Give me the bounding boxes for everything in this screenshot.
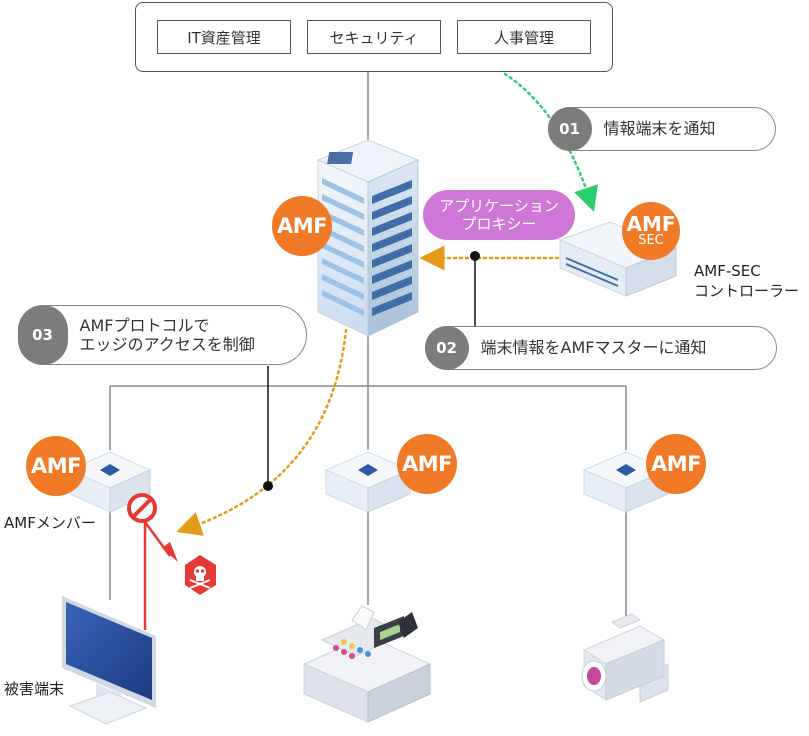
step-text-line1: AMFプロトコルで xyxy=(79,315,210,335)
amf-sec-line1: AMF xyxy=(626,212,676,236)
red-arrow-head xyxy=(162,542,178,562)
amf-member-label: AMFメンバー xyxy=(4,514,96,532)
step-01-callout: 01 情報端末を通知 xyxy=(547,107,776,151)
sec-controller-label-line1: AMF-SEC xyxy=(694,262,761,280)
victim-terminal-label: 被害端末 xyxy=(4,680,65,698)
amf-member-badge-center: AMF xyxy=(397,434,457,494)
system-security: セキュリティ xyxy=(307,20,441,54)
block-icon xyxy=(127,493,157,523)
monitor-icon xyxy=(62,596,156,725)
step-number: 02 xyxy=(424,326,469,370)
step-text: AMFプロトコルで エッジのアクセスを制御 xyxy=(68,316,267,354)
system-hr: 人事管理 xyxy=(457,20,591,54)
amf-member-badge-right: AMF xyxy=(646,434,706,494)
step-text: 端末情報をAMFマスターに通知 xyxy=(480,338,707,358)
switch-icon xyxy=(324,451,412,513)
amf-sec-line2: SEC xyxy=(638,233,664,248)
green-notify-arrow xyxy=(503,72,598,212)
malware-skull-icon xyxy=(185,555,216,595)
step-text-line2: エッジのアクセスを制御 xyxy=(79,335,255,354)
pointer-03-dot xyxy=(263,481,273,491)
amf-member-badge-left: AMF xyxy=(26,436,86,496)
step-text: 情報端末を通知 xyxy=(603,119,716,139)
amf-master-badge: AMF xyxy=(272,196,332,256)
security-camera-icon xyxy=(581,613,669,703)
application-proxy-badge: アプリケーション プロキシー xyxy=(423,190,575,240)
pointer-02-dot xyxy=(470,251,480,261)
system-it-asset: IT資産管理 xyxy=(157,20,291,54)
proxy-line1: アプリケーション xyxy=(439,197,559,215)
orange-control-arrow xyxy=(176,328,348,536)
step-02-callout: 02 端末情報をAMFマスターに通知 xyxy=(424,326,777,370)
step-number: 01 xyxy=(547,107,592,151)
red-block-line xyxy=(143,518,172,630)
sec-controller-label-line2: コントローラー xyxy=(694,282,800,300)
step-03-callout: 03 AMFプロトコルで エッジのアクセスを制御 xyxy=(17,305,307,365)
step-number: 03 xyxy=(17,305,68,365)
sec-controller-appliance-icon xyxy=(558,221,678,297)
cash-register-icon xyxy=(302,605,432,723)
sec-controller-label: AMF-SEC コントローラー xyxy=(694,261,799,301)
server-rack-icon xyxy=(316,139,420,337)
proxy-line2: プロキシー xyxy=(461,215,537,233)
amf-sec-badge: AMF SEC xyxy=(622,202,680,260)
